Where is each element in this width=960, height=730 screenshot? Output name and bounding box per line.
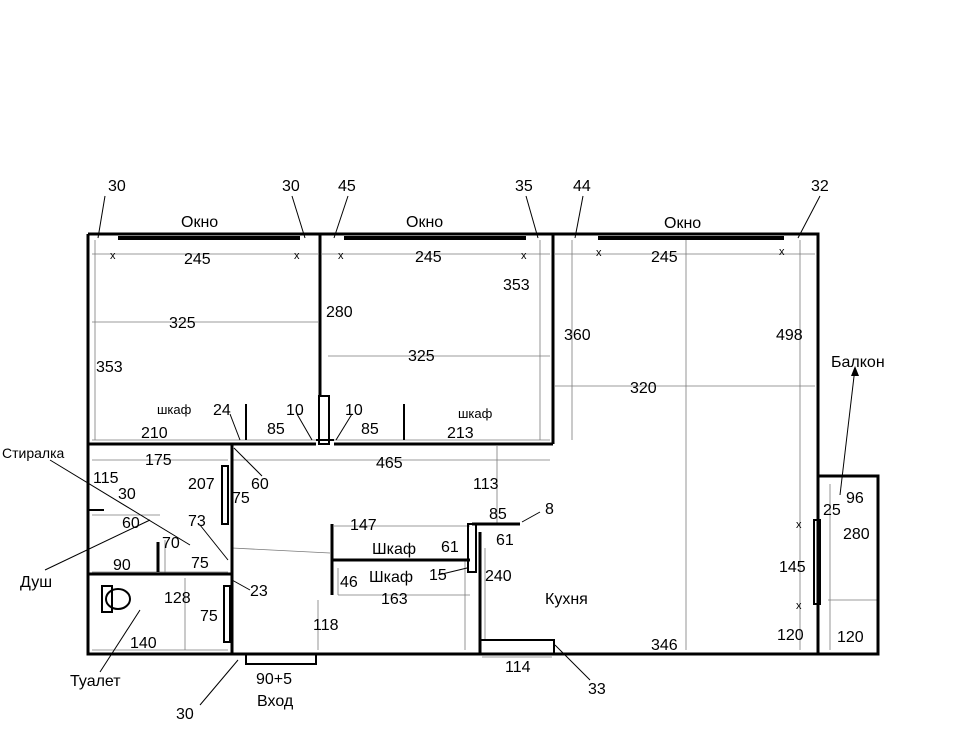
dim-label: 213 — [447, 425, 474, 442]
balcony-wall — [818, 474, 880, 656]
dim-label: 113 — [473, 476, 499, 493]
kitchen-label: Кухня — [545, 591, 588, 608]
dim-label: 61 — [441, 539, 459, 556]
dim-label: 75 — [191, 555, 209, 572]
dim-label: 498 — [776, 327, 803, 344]
dim-label: 23 — [250, 583, 268, 600]
dim-label: 175 — [145, 452, 172, 469]
dim-label: 44 — [573, 178, 591, 195]
window-label-2: Окно — [406, 214, 443, 231]
dim-label: 85 — [361, 421, 379, 438]
dim-label: 280 — [326, 304, 353, 321]
wardrobe-label-b: шкаф — [458, 406, 493, 421]
dim-label: 10 — [286, 402, 304, 419]
dim-label: 75 — [232, 490, 250, 507]
dim-label: 120 — [777, 627, 804, 644]
dim-label: 90 — [113, 557, 131, 574]
dim-label: 360 — [564, 327, 591, 344]
dim-label: 60 — [251, 476, 269, 493]
dim-label: 140 — [130, 635, 157, 652]
dim-label: 280 — [843, 526, 870, 543]
room-labels: Окно Окно Окно Балкон Стиралка Душ Туале… — [2, 214, 885, 710]
dim-label: 145 — [779, 559, 806, 576]
dim-label: 207 — [188, 476, 215, 493]
dim-label: 465 — [376, 455, 403, 472]
dim-label: 30 — [118, 486, 136, 503]
dim-label: 35 — [515, 178, 533, 195]
dim-label: 96 — [846, 490, 864, 507]
dim-label: 245 — [415, 249, 442, 266]
x-mark: x — [779, 246, 785, 258]
dim-label: 353 — [96, 359, 123, 376]
x-mark: x — [110, 250, 116, 262]
entry-width-label: 90+5 — [256, 671, 292, 688]
dim-label: 15 — [429, 567, 447, 584]
dim-label: 120 — [837, 629, 864, 646]
window-label-1: Окно — [181, 214, 218, 231]
closet-label-b: Шкаф — [369, 569, 413, 586]
x-mark: x — [796, 519, 802, 531]
dim-label: 128 — [164, 590, 191, 607]
dim-label: 33 — [588, 681, 606, 698]
dim-label: 10 — [345, 402, 363, 419]
dim-label: 147 — [350, 517, 377, 534]
x-marks: x x x x x x x x — [110, 246, 802, 612]
dim-label: 85 — [489, 506, 507, 523]
dim-label: 75 — [200, 608, 218, 625]
shower-label: Душ — [20, 574, 52, 591]
dim-label: 118 — [313, 617, 339, 634]
entry-label: Вход — [257, 693, 294, 710]
dim-label: 353 — [503, 277, 530, 294]
dim-label: 32 — [811, 178, 829, 195]
washer-label: Стиралка — [2, 445, 65, 461]
dim-label: 25 — [823, 502, 841, 519]
dim-label: 245 — [651, 249, 678, 266]
dim-label: 61 — [496, 532, 514, 549]
dim-label: 325 — [169, 315, 196, 332]
dim-label: 46 — [340, 574, 358, 591]
dim-label: 210 — [141, 425, 168, 442]
x-mark: x — [338, 250, 344, 262]
dim-label: 70 — [162, 535, 180, 552]
balcony-label: Балкон — [831, 354, 885, 371]
dim-label: 240 — [485, 568, 512, 585]
x-mark: x — [596, 247, 602, 259]
dim-label: 85 — [267, 421, 285, 438]
x-mark: x — [796, 600, 802, 612]
dim-label: 8 — [545, 501, 554, 518]
dim-label: 73 — [188, 513, 206, 530]
dim-label: 115 — [93, 470, 119, 487]
dim-label: 114 — [505, 659, 531, 676]
dim-label: 163 — [381, 591, 408, 608]
x-mark: x — [294, 250, 300, 262]
dimension-labels: 30 30 45 35 44 32 245 245 245 325 325 35… — [93, 178, 870, 723]
closet-label-a: Шкаф — [372, 541, 416, 558]
window-label-3: Окно — [664, 215, 701, 232]
dim-label: 245 — [184, 251, 211, 268]
dim-label: 30 — [108, 178, 126, 195]
toilet-label: Туалет — [70, 673, 121, 690]
dim-label: 30 — [282, 178, 300, 195]
dim-label: 346 — [651, 637, 678, 654]
dimension-lines — [92, 240, 878, 658]
dim-label: 60 — [122, 515, 140, 532]
wardrobe-label-a: шкаф — [157, 402, 192, 417]
x-mark: x — [521, 250, 527, 262]
walls — [86, 232, 880, 665]
dim-label: 24 — [213, 402, 231, 419]
dim-label: 45 — [338, 178, 356, 195]
leader-lines — [44, 195, 859, 706]
dim-label: 30 — [176, 706, 194, 723]
dim-label: 325 — [408, 348, 435, 365]
dim-label: 320 — [630, 380, 657, 397]
